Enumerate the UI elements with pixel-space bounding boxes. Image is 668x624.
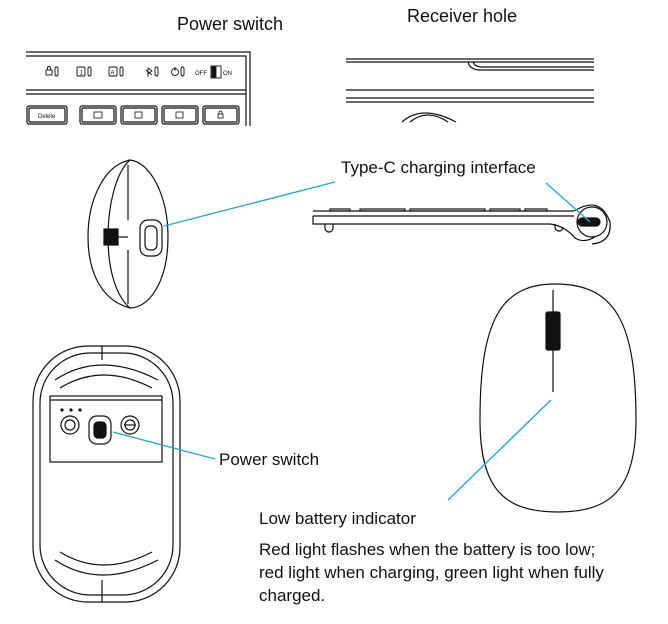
key-a-icon: A (111, 71, 115, 77)
indicator-description: Red light flashes when the battery is to… (259, 538, 604, 607)
callout-power-switch-mouse (112, 431, 216, 460)
receiver-hole-view (346, 58, 594, 123)
low-battery-label: Low battery indicator (259, 509, 416, 528)
callout-type-c-keyboard (545, 182, 591, 223)
callout-type-c-mouse (163, 181, 336, 227)
keyboard-top-view (26, 51, 251, 126)
callout-lines (112, 181, 591, 501)
description-line-2: red light when charging, green light whe… (259, 563, 604, 582)
key-1-icon: 1 (80, 71, 84, 77)
mouse-top-view (479, 283, 637, 513)
keyboard-side-profile (312, 204, 611, 245)
switch-off-label: OFF (195, 71, 207, 77)
switch-on-label: ON (223, 71, 232, 77)
mouse-side-view (87, 159, 169, 309)
delete-key-label: Delete (38, 114, 56, 120)
callout-low-battery (447, 399, 552, 501)
power-switch-label-mouse: Power switch (219, 450, 320, 469)
description-line-3: charged. (259, 586, 326, 605)
mouse-bottom-view (32, 345, 181, 603)
power-switch-label-top: Power switch (177, 14, 284, 34)
description-line-1: Red light flashes when the battery is to… (259, 540, 596, 559)
type-c-label: Type-C charging interface (341, 158, 536, 177)
receiver-hole-label: Receiver hole (407, 6, 518, 26)
